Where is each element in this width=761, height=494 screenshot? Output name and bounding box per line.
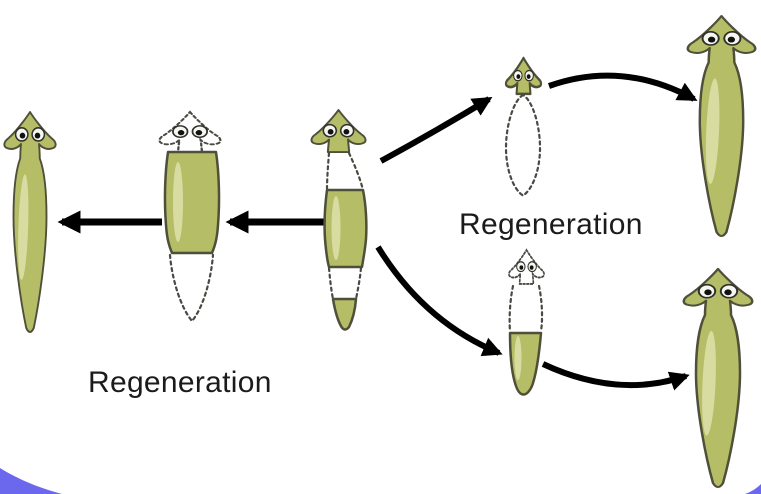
worm-full-left (4, 112, 55, 332)
arrow-center-to-tail-fragment (375, 245, 503, 357)
corner-accent-bottom-left (0, 468, 62, 494)
arrow-tail-fragment-to-full (541, 361, 690, 391)
arrow-center-to-head-fragment (379, 96, 493, 164)
corner-accent-bottom-right (745, 484, 761, 494)
worm-fragment-head (504, 58, 541, 197)
arrow-head-fragment-to-full (547, 72, 698, 102)
worm-full-top-right (688, 16, 755, 236)
worm-full-bottom-right (684, 269, 752, 487)
regeneration-label-left: Regeneration (88, 366, 272, 399)
worm-fragment-tail (509, 250, 544, 396)
regeneration-label-right: Regeneration (459, 208, 643, 241)
worm-segmented-center (311, 110, 368, 331)
worm-fragment-middle (160, 112, 221, 323)
arrows (57, 72, 698, 391)
